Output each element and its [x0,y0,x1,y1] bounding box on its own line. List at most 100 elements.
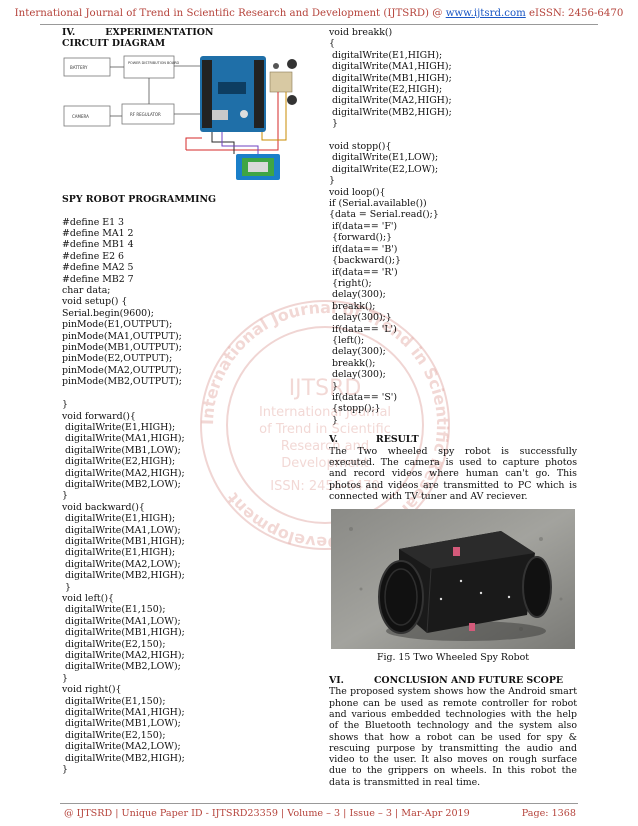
code-line: pinMode(E2,OUTPUT); [62,353,173,365]
code-line: digitalWrite(MB1,HIGH); [62,535,185,547]
code-line: } [62,399,68,411]
code-line: digitalWrite(E1,150); [62,695,166,707]
code-line: } [329,175,335,187]
code-line: #define E2 6 [62,250,124,262]
section-iv-heading: IV. EXPERIMENTATION [62,27,312,38]
motor-1 [287,59,297,69]
code-line: digitalWrite(MA1,HIGH); [62,433,185,445]
code-line: #define MA1 2 [62,228,134,240]
code-line: {right(); [329,277,372,289]
code-line: digitalWrite(E2,150); [62,729,166,741]
section-vi-heading: VI. CONCLUSION AND FUTURE SCOPE [329,675,577,686]
code-line: void backward(){ [62,501,145,513]
rf-regulator-label: RF REGULATOR [130,112,161,117]
camera-label: CAMERA [72,114,89,119]
code-line: pinMode(MA2,OUTPUT); [62,364,182,376]
blank-line [62,205,312,216]
code-line: digitalWrite(MB2,LOW); [62,661,181,673]
code-line: #define MA2 5 [62,262,134,274]
robot-wheel-left [378,560,424,634]
code-line: pinMode(MB1,OUTPUT); [62,342,182,354]
section-iv-number: IV. [62,27,76,38]
code-line: {backward();} [329,255,402,267]
code-line: if(data== 'R') [329,266,398,278]
code-line: {data = Serial.read();} [329,209,439,221]
code-line: if(data== 'F') [329,220,398,232]
code-line: void left(){ [62,593,114,604]
code-line: void setup() { [62,296,128,308]
section-iv-title: EXPERIMENTATION [105,27,214,38]
code-line: digitalWrite(MA1,HIGH); [329,61,452,73]
code-line: } [62,764,68,776]
code-line: delay(300);} [329,312,392,324]
result-paragraph: The Two wheeled spy robot is successfull… [329,445,577,502]
code-line: digitalWrite(E1,150); [62,604,166,616]
right-column: void breakk(){ digitalWrite(E1,HIGH); di… [329,27,577,502]
code-line: } [62,490,68,502]
section-v-title: RESULT [375,434,419,446]
power-distribution-block [123,55,175,79]
robot-wheel-right [522,556,552,618]
page-footer: @ IJTSRD | Unique Paper ID - IJTSRD23359… [64,808,576,819]
left-column: IV. EXPERIMENTATION CIRCUIT DIAGRAM SPY R… [62,27,312,776]
code-line [329,130,577,141]
code-line: digitalWrite(MB1,HIGH); [329,72,452,84]
code-line: digitalWrite(E1,HIGH); [62,513,176,525]
code-line: if (Serial.available()) [329,198,427,210]
footer-rule [60,803,578,804]
code-line: pinMode(E1,OUTPUT); [62,319,173,331]
journal-title: International Journal of Trend in Scient… [14,8,446,19]
code-line: void stopp(){ [329,141,392,153]
code-line: void breakk() [329,27,393,38]
code-line: #define E1 3 [62,216,124,228]
code-line: breakk(); [329,357,376,369]
code-line: digitalWrite(E1,HIGH); [329,49,443,61]
code-line: char data; [62,285,111,297]
section-vi-title: CONCLUSION AND FUTURE SCOPE [373,675,564,686]
code-line: {left(); [329,334,365,346]
code-line: {forward();} [329,232,393,244]
code-line: digitalWrite(MA1,HIGH); [62,707,185,719]
code-line: void forward(){ [62,410,136,422]
code-line: digitalWrite(MB1,HIGH); [62,627,185,639]
circuit-diagram: BATTERY POWER DISTRIBUTION BOARD CAMERA … [62,54,306,182]
code-line: } [329,380,338,392]
footer-paper-info: @ IJTSRD | Unique Paper ID - IJTSRD23359… [64,808,470,819]
section-v-heading: V. RESULT [329,434,577,445]
code-line: delay(300); [329,346,386,358]
code-line: if(data== 'L') [329,323,397,335]
code-line: } [329,118,338,130]
code-line: } [62,581,71,593]
header-rule [40,24,598,25]
section-v-number: V. [329,434,338,446]
spy-robot-programming-heading: SPY ROBOT PROGRAMMING [62,193,217,205]
code-line: if(data== 'S') [329,391,397,403]
robot-camera [453,547,460,556]
section-vi-number: VI. [329,675,344,686]
code-line: pinMode(MA1,OUTPUT); [62,330,182,342]
left-code-block: #define E1 3#define MA1 2#define MB1 4#d… [62,217,312,776]
code-line: digitalWrite(MA2,HIGH); [62,650,185,662]
code-line: if(data== 'B') [329,243,398,255]
motor-driver [269,71,293,93]
code-line: } [62,672,68,684]
journal-header: International Journal of Trend in Scient… [0,8,638,19]
power-distribution-label: POWER DISTRIBUTION BOARD [128,61,180,65]
code-line: digitalWrite(MA2,HIGH); [62,467,185,479]
journal-issn: eISSN: 2456-6470 [525,8,624,19]
code-line: digitalWrite(MB2,HIGH); [62,570,185,582]
code-line: delay(300); [329,289,386,301]
code-line: digitalWrite(E1,HIGH); [62,547,176,559]
battery-label: BATTERY [70,65,88,70]
code-line: pinMode(MB2,OUTPUT); [62,376,182,388]
code-line: #define MB1 4 [62,239,134,251]
code-line: digitalWrite(E2,LOW); [329,163,439,175]
code-line: Serial.begin(9600); [62,307,154,319]
code-line: void right(){ [62,684,122,696]
code-line: digitalWrite(MA2,LOW); [62,741,181,753]
circuit-diagram-heading: CIRCUIT DIAGRAM [62,38,166,50]
figure-caption: Fig. 15 Two Wheeled Spy Robot [376,652,530,663]
code-line: digitalWrite(MA1,LOW); [62,615,181,627]
journal-url-link[interactable]: www.ijtsrd.com [445,8,526,19]
conclusion-paragraph: The proposed system shows how the Androi… [329,686,577,788]
